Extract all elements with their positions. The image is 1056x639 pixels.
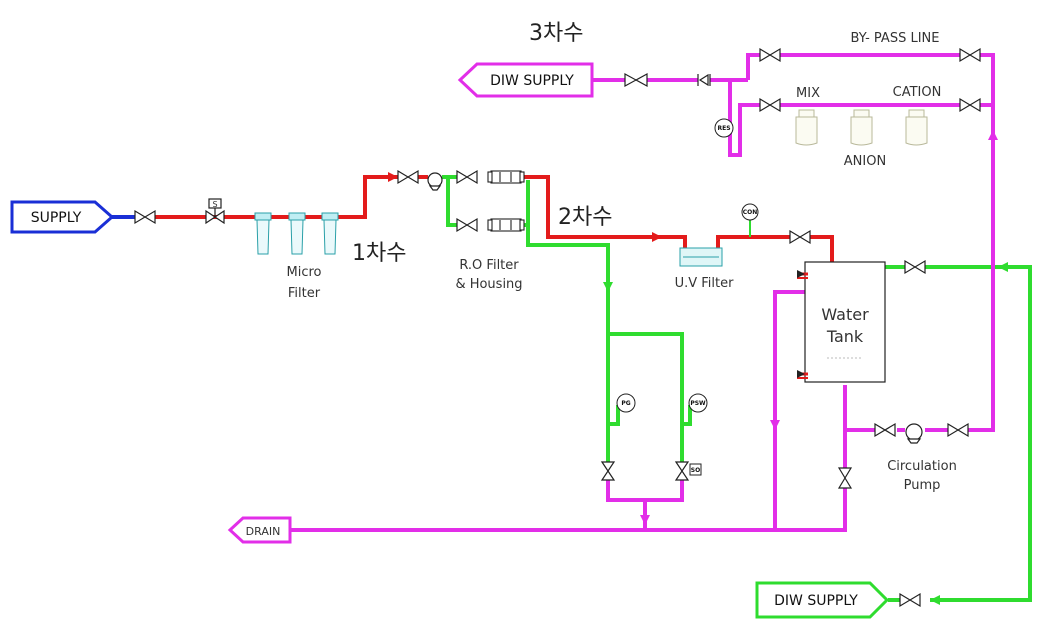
ro-membranes bbox=[487, 170, 525, 232]
ro-pipe bbox=[442, 175, 692, 462]
uv-filter-label: U.V Filter bbox=[675, 276, 735, 291]
circulation-pump-label-1: Circulation bbox=[887, 459, 957, 474]
circulation-pump-label-2: Pump bbox=[904, 478, 941, 493]
cation-label: CATION bbox=[893, 85, 942, 100]
micro-filter-label-2: Filter bbox=[288, 286, 321, 301]
check-valve bbox=[697, 73, 711, 87]
supply-label: SUPPLY bbox=[31, 210, 82, 226]
flow-arrows bbox=[388, 130, 1008, 605]
diw-pipe bbox=[290, 53, 995, 532]
ion-exchange-vessels bbox=[795, 109, 928, 146]
psw-tag: PSW bbox=[690, 400, 706, 407]
psw-switch: PSW bbox=[688, 393, 708, 413]
ro-filter-label-2: & Housing bbox=[455, 277, 522, 292]
diw-return-pipe bbox=[885, 265, 1032, 602]
res-tag: RES bbox=[717, 125, 730, 132]
so-tag-box: SO bbox=[689, 463, 702, 476]
level-sensors bbox=[797, 270, 808, 379]
anion-label: ANION bbox=[844, 154, 886, 169]
con-tag: CON bbox=[743, 209, 758, 216]
circulation-pump bbox=[905, 423, 923, 444]
solenoid-tag: S bbox=[212, 200, 217, 209]
res-sensor: RES bbox=[714, 118, 734, 138]
water-tank-label-2: Tank bbox=[826, 327, 864, 346]
diw-supply-top-label: DIW SUPPLY bbox=[490, 73, 574, 89]
micro-filter-housings bbox=[254, 212, 339, 255]
drain-box: DRAIN bbox=[227, 516, 292, 544]
diw-supply-bottom-box: DIW SUPPLY bbox=[755, 581, 890, 619]
ro-filter-label-1: R.O Filter bbox=[459, 258, 519, 273]
mix-label: MIX bbox=[796, 86, 820, 101]
water-tank bbox=[804, 261, 886, 383]
con-sensor: CON bbox=[741, 203, 759, 237]
stage-1-label: 1차수 bbox=[352, 241, 406, 266]
stage-2-label: 2차수 bbox=[558, 205, 612, 230]
water-tank-label-1: Water bbox=[821, 305, 869, 324]
stage-3-label: 3차수 bbox=[529, 21, 583, 46]
uv-filter bbox=[679, 247, 723, 267]
micro-filter-label-1: Micro bbox=[287, 265, 322, 280]
pg-tag: PG bbox=[621, 400, 630, 407]
bypass-line-label: BY- PASS LINE bbox=[851, 31, 940, 46]
booster-pump bbox=[427, 172, 443, 191]
solenoid-valve: S bbox=[205, 198, 225, 225]
diw-supply-bottom-label: DIW SUPPLY bbox=[774, 593, 858, 609]
supply-box: SUPPLY bbox=[10, 200, 115, 234]
so-tag: SO bbox=[691, 467, 700, 474]
valves bbox=[134, 47, 981, 608]
diw-supply-top-box: DIW SUPPLY bbox=[457, 62, 594, 98]
pg-gauge: PG bbox=[616, 393, 636, 413]
drain-label: DRAIN bbox=[246, 525, 281, 538]
